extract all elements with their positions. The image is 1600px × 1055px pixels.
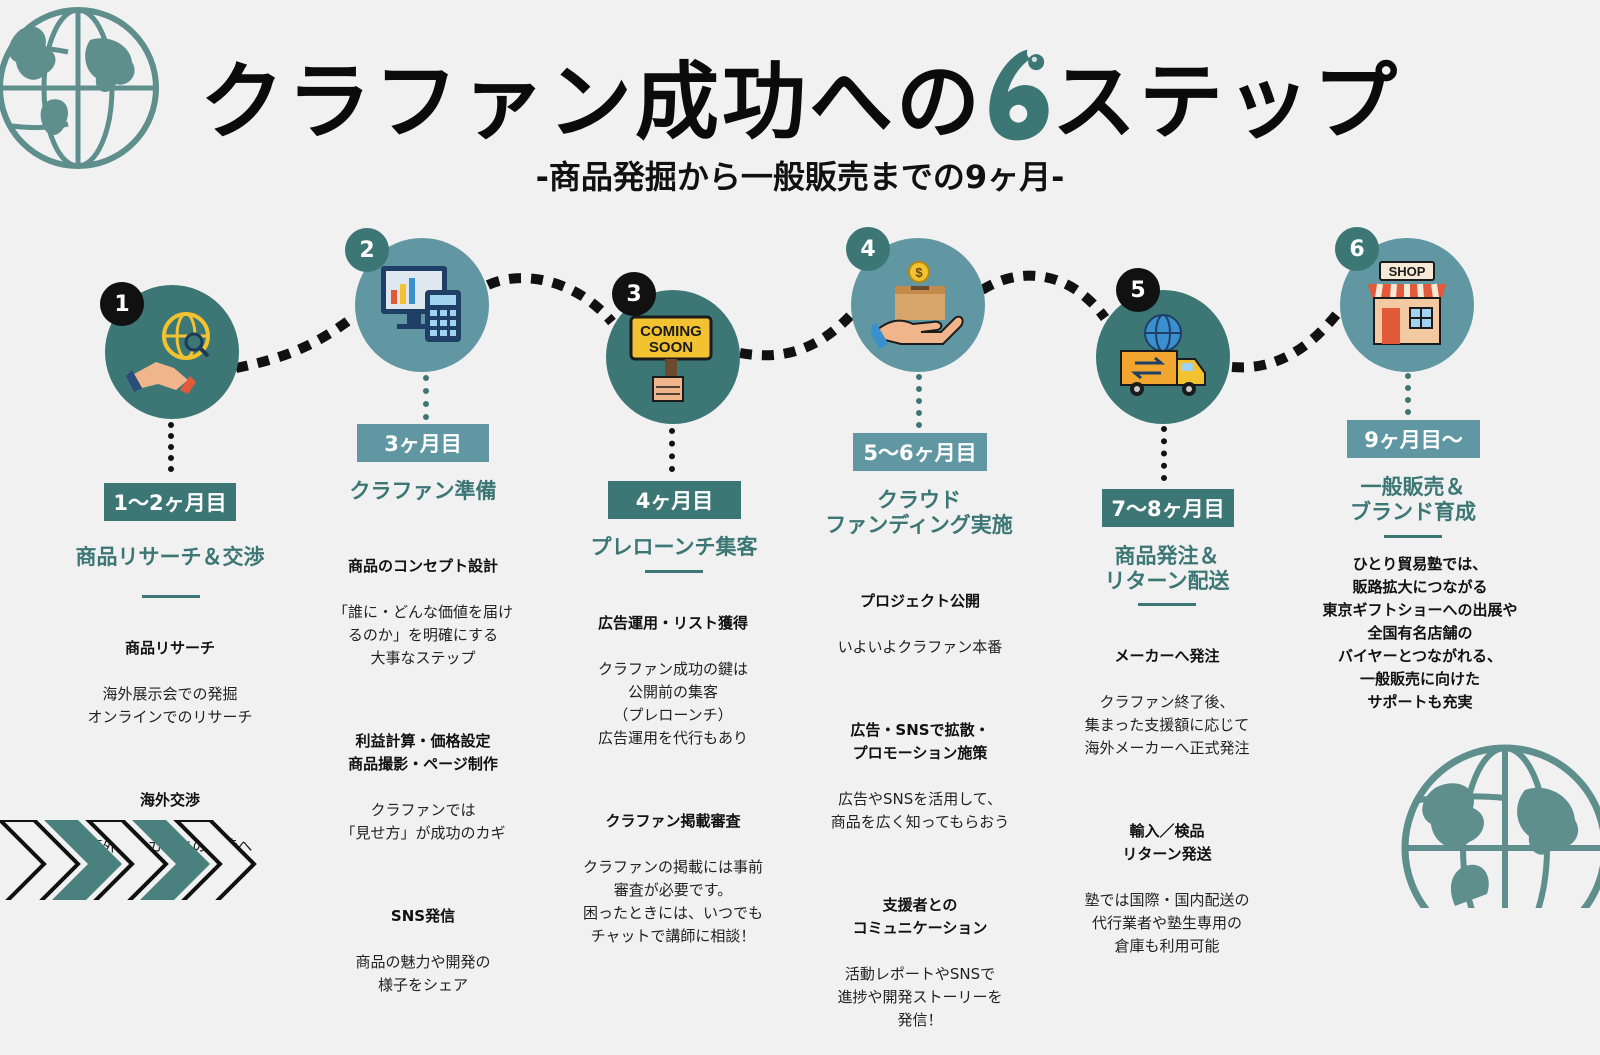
step-2-title: クラファン準備	[349, 479, 497, 503]
step-1-connector-line	[168, 422, 174, 472]
step-5-divider	[1138, 603, 1196, 606]
step-5-block-1-heading: メーカーへ発注	[1114, 647, 1220, 665]
step-3-divider	[645, 570, 703, 573]
step-4-description: プロジェクト公開 いよいよクラファン本番 広告・SNSで拡散・ プロモーション施…	[795, 567, 1045, 1055]
step-5-block-2-heading: 輸入／検品 リターン発送	[1122, 822, 1212, 863]
step-2-block-1-body: 「誰に・どんな価値を届け るのか」を明確にする 大事なステップ	[332, 603, 513, 667]
delivery-truck-globe-icon	[1120, 314, 1206, 396]
page-title: クラファン成功への 6 ステップ	[200, 40, 1400, 151]
step-4-block-3-body: 活動レポートやSNSで 進捗や開発ストーリーを 発信！	[837, 965, 1003, 1029]
chevron-arrows-decoration	[0, 820, 257, 900]
globe-bottom-right-icon	[1401, 744, 1600, 908]
step-4-block-2-body: 広告やSNSを活用して、 商品を広く知ってもらおう	[830, 790, 1010, 831]
timeline-connector	[234, 270, 1344, 373]
step-3-title: プレローンチ集客	[590, 535, 758, 559]
title-text-before: クラファン成功への	[200, 52, 984, 151]
step-5-description: メーカーへ発注 クラファン終了後、 集まった支援額に応じて 海外メーカーへ正式発…	[1042, 622, 1292, 981]
title-six-numeral-icon: 6	[989, 49, 1049, 141]
step-2-block-2-body: クラファンでは 「見せ方」が成功のカギ	[340, 801, 506, 842]
step-1-divider	[142, 595, 200, 598]
step-2-connector-line	[423, 375, 429, 420]
step-5-number-badge: 5	[1116, 268, 1160, 312]
step-3-block-1-body: クラファン成功の鍵は 公開前の集客 （プレローンチ） 広告運用を代行もあり	[597, 660, 748, 747]
shop-sign-text: SHOP	[1389, 264, 1426, 279]
step-3-description: 広告運用・リスト獲得 クラファン成功の鍵は 公開前の集客 （プレローンチ） 広告…	[548, 589, 798, 971]
step-3-block-2-heading: クラファン掲載審査	[605, 812, 741, 830]
title-text-after: ステップ	[1051, 52, 1400, 151]
coming-soon-sign-icon: COMING SOON	[629, 315, 713, 402]
step-3-connector-line	[669, 428, 675, 472]
handshake-globe-icon	[126, 312, 210, 394]
step-5-circle	[1096, 290, 1230, 424]
step-1-block-1-heading: 商品リサーチ	[124, 639, 215, 657]
step-4-number-badge: 4	[846, 227, 890, 271]
step-6-connector-line	[1405, 373, 1411, 415]
step-4-block-2-heading: 広告・SNSで拡散・ プロモーション施策	[850, 721, 990, 762]
step-6-description: ひとり貿易塾では、 販路拡大につながる 東京ギフトショーへの出展や 全国有名店舗…	[1322, 555, 1518, 711]
step-1-month-label: 1〜2ヶ月目	[104, 483, 236, 521]
step-6-title: 一般販売＆ ブランド育成	[1350, 475, 1476, 524]
step-6-number-badge: 6	[1335, 227, 1379, 271]
step-1-number-badge: 1	[100, 282, 144, 326]
step-6-divider	[1384, 535, 1442, 538]
step-3-month-label: 4ヶ月目	[608, 481, 741, 519]
step-3-number-badge: 3	[612, 272, 656, 316]
step-3-block-1-heading: 広告運用・リスト獲得	[597, 614, 748, 632]
svg-text:SOON: SOON	[649, 339, 693, 356]
step-2-block-1-heading: 商品のコンセプト設計	[347, 557, 498, 575]
step-6-month-label: 9ヶ月目〜	[1347, 420, 1480, 458]
step-5-month-label: 7〜8ヶ月目	[1102, 489, 1234, 527]
coming-soon-sign-text: COMING	[640, 323, 702, 340]
step-2-block-2-heading: 利益計算・価格設定 商品撮影・ページ制作	[348, 732, 498, 773]
step-2-number-badge: 2	[345, 228, 389, 272]
step-2-month-label: 3ヶ月目	[357, 424, 489, 462]
step-4-block-3-heading: 支援者との コミュニケーション	[852, 896, 988, 937]
step-3-block-2-body: クラファンの掲載には事前 審査が必要です。 困ったときには、いつでも チャットで…	[582, 858, 763, 945]
hand-box-coin-icon: $	[871, 261, 964, 349]
step-5-connector-line	[1161, 426, 1167, 481]
step-5-title: 商品発注＆ リターン配送	[1104, 544, 1230, 593]
step-4-connector-line	[916, 374, 922, 428]
step-4-month-label: 5〜6ヶ月目	[853, 433, 987, 471]
svg-text:$: $	[915, 265, 923, 280]
step-4-block-1-body: いよいよクラファン本番	[837, 638, 1003, 656]
step-2-block-3-body: 商品の魅力や開発の 様子をシェア	[355, 953, 491, 994]
step-5-block-2-body: 塾では国際・国内配送の 代行業者や塾生専用の 倉庫も利用可能	[1084, 891, 1250, 955]
step-4-title: クラウド ファンディング実施	[825, 488, 1013, 537]
step-1-title: 商品リサーチ＆交渉	[75, 545, 265, 569]
step-4-block-1-heading: プロジェクト公開	[859, 592, 980, 610]
step-2-block-3-heading: SNS発信	[390, 907, 456, 925]
step-1-block-1-body: 海外展示会での発掘 オンラインでのリサーチ	[87, 685, 253, 726]
globe-top-left-icon	[0, 7, 159, 169]
step-2-description: 商品のコンセプト設計 「誰に・どんな価値を届け るのか」を明確にする 大事なステ…	[298, 532, 548, 1020]
step-5-block-1-body: クラファン終了後、 集まった支援額に応じて 海外メーカーへ正式発注	[1084, 693, 1250, 757]
step-1-block-2-heading: 海外交渉	[139, 791, 200, 809]
computer-calculator-icon	[381, 266, 461, 342]
subtitle: -商品発掘から一般販売までの9ヶ月-	[535, 158, 1065, 196]
shop-storefront-icon: SHOP	[1368, 261, 1446, 345]
